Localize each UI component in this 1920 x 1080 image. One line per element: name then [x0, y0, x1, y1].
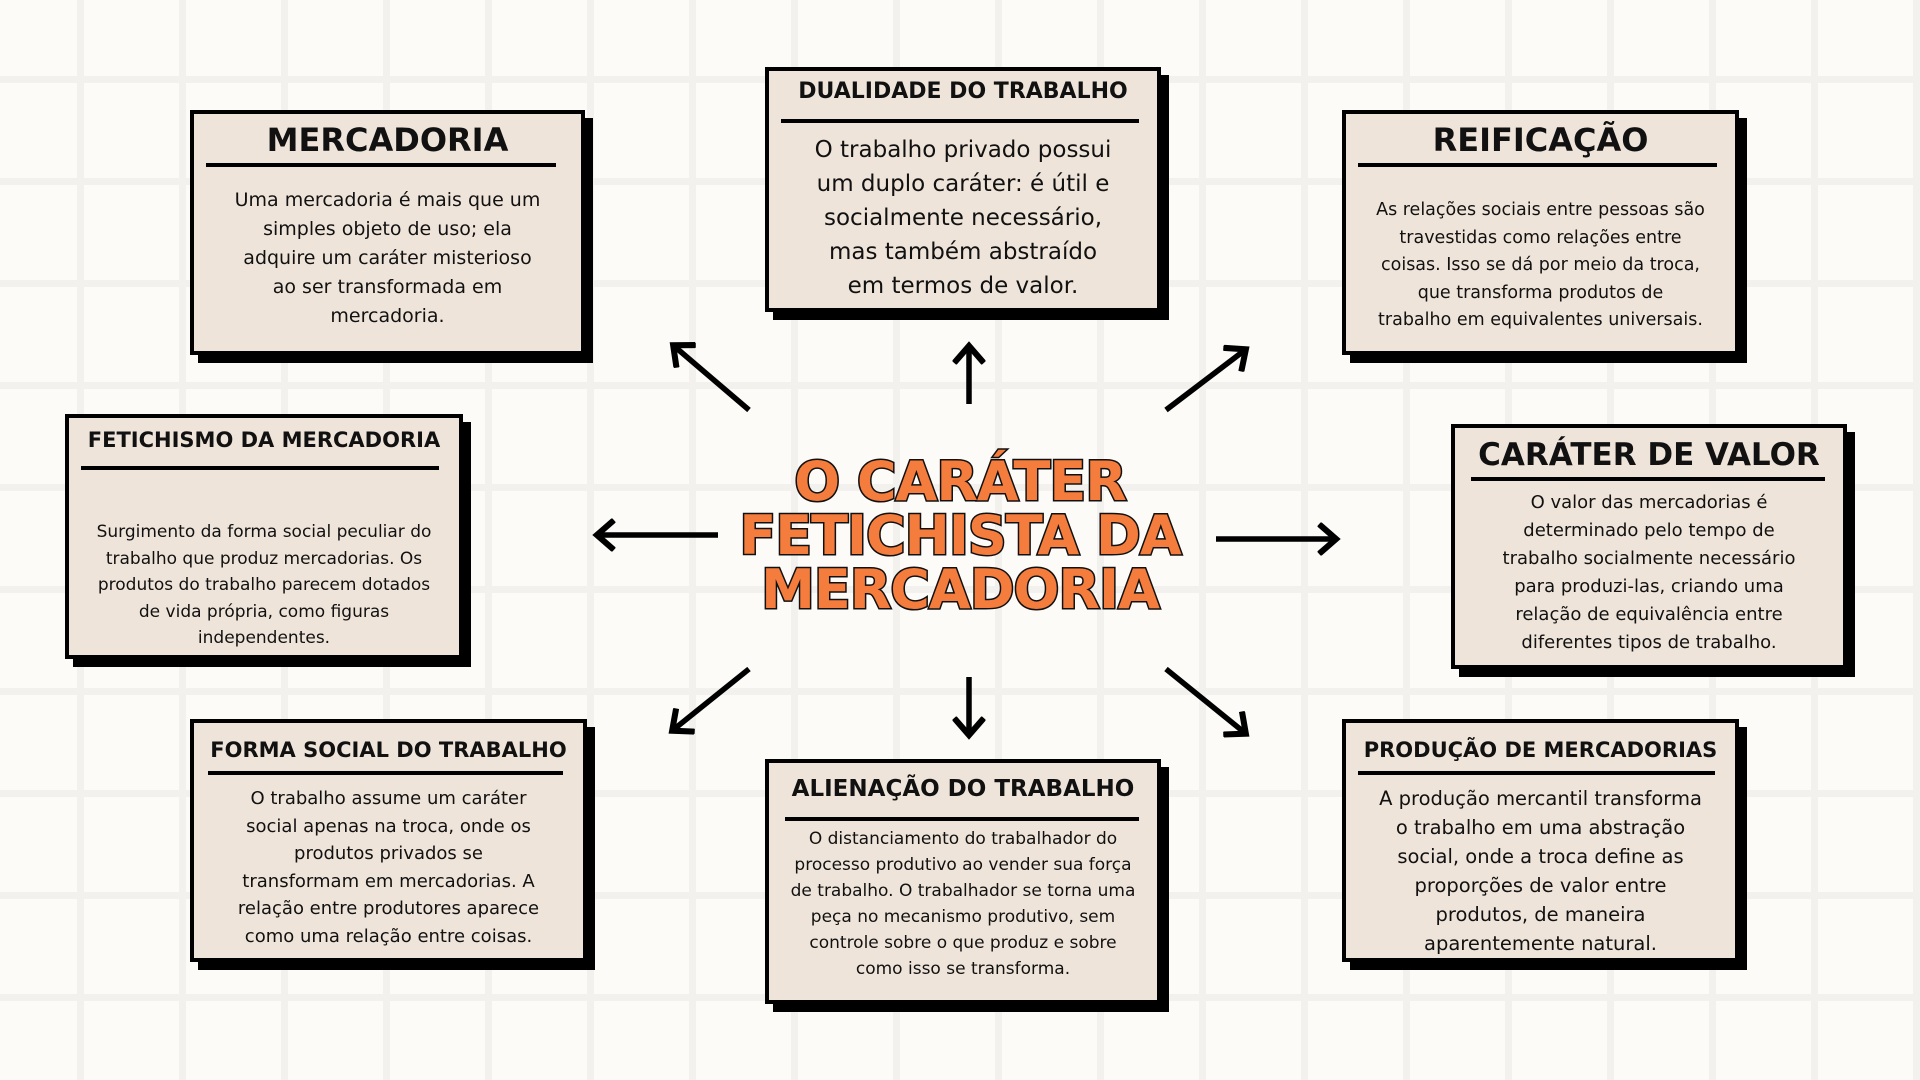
box-fetichismo-da-mercadoria: FETICHISMO DA MERCADORIA Surgimento da f…	[65, 414, 463, 659]
box-title: REIFICAÇÃO	[1432, 121, 1649, 159]
box-body: Surgimento da forma social peculiar do t…	[96, 522, 432, 648]
box-reificacao: REIFICAÇÃO As relações sociais entre pes…	[1342, 110, 1739, 355]
box-title: DUALIDADE DO TRABALHO	[798, 79, 1128, 104]
box-body: O trabalho assume um caráter social apen…	[237, 788, 540, 947]
arrow-up-right	[1164, 350, 1245, 413]
divider	[785, 817, 1139, 821]
divider	[206, 163, 556, 167]
box-dualidade-do-trabalho: DUALIDADE DO TRABALHO O trabalho privado…	[765, 67, 1161, 312]
central-title: O CARÁTER FETICHISTA DA MERCADORIA	[660, 450, 1260, 621]
arrow-up-left	[674, 346, 751, 413]
box-body: As relações sociais entre pessoas são tr…	[1376, 200, 1705, 330]
arrow-down-right	[1164, 666, 1245, 733]
box-body: O trabalho privado possui um duplo carát…	[814, 137, 1112, 299]
box-carater-de-valor: CARÁTER DE VALOR O valor das mercadorias…	[1451, 424, 1847, 669]
arrow-down-left	[673, 666, 751, 730]
divider	[208, 771, 563, 775]
box-title: PRODUÇÃO DE MERCADORIAS	[1363, 738, 1718, 762]
title-line-3: MERCADORIA	[760, 558, 1162, 621]
title-line-2: FETICHISTA DA	[738, 504, 1183, 567]
divider	[1358, 771, 1715, 775]
divider	[81, 466, 439, 470]
box-title: ALIENAÇÃO DO TRABALHO	[791, 776, 1135, 802]
divider	[781, 119, 1139, 123]
box-body: O distanciamento do trabalhador do proce…	[790, 829, 1136, 979]
box-body: Uma mercadoria é mais que um simples obj…	[234, 189, 541, 327]
box-title: MERCADORIA	[266, 121, 509, 159]
box-body: O valor das mercadorias é determinado pe…	[1502, 492, 1796, 653]
box-title: FETICHISMO DA MERCADORIA	[87, 428, 441, 452]
box-title: FORMA SOCIAL DO TRABALHO	[210, 738, 567, 762]
box-forma-social-do-trabalho: FORMA SOCIAL DO TRABALHO O trabalho assu…	[190, 719, 587, 962]
title-line-1: O CARÁTER	[793, 450, 1129, 513]
divider	[1471, 477, 1825, 481]
box-alienacao-do-trabalho: ALIENAÇÃO DO TRABALHO O distanciamento d…	[765, 759, 1161, 1004]
box-body: A produção mercantil transforma o trabal…	[1379, 787, 1702, 955]
box-producao-de-mercadorias: PRODUÇÃO DE MERCADORIAS A produção merca…	[1342, 719, 1739, 962]
divider	[1358, 163, 1717, 167]
box-title: CARÁTER DE VALOR	[1478, 437, 1820, 473]
box-mercadoria: MERCADORIA Uma mercadoria é mais que um …	[190, 110, 585, 355]
